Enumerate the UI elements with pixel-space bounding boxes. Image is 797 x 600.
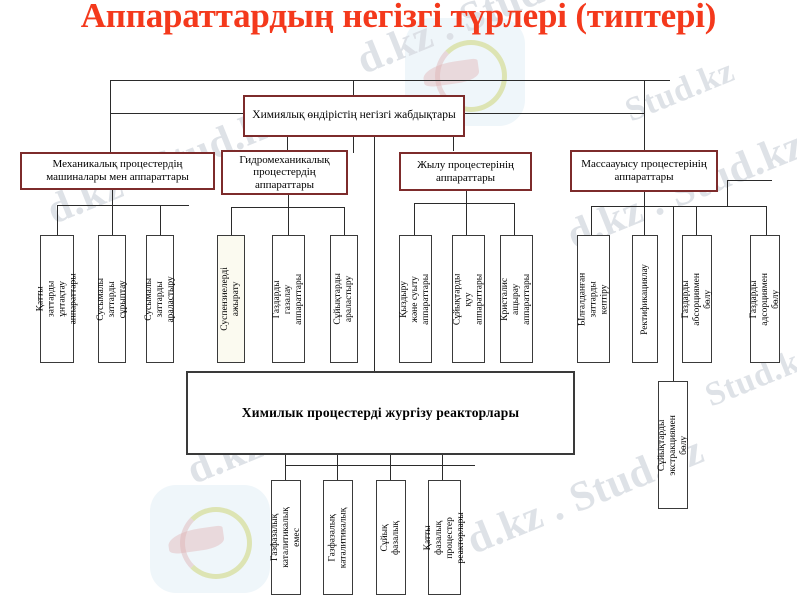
node-reactor-leaf-solid-phase[interactable]: Қатты фазалық процестер реакторлары xyxy=(423,480,465,595)
connector xyxy=(644,206,645,235)
connector xyxy=(160,205,161,235)
connector xyxy=(110,113,243,114)
connector xyxy=(353,137,354,153)
node-branch-label: Жылу процестерінің аппараттары xyxy=(417,158,514,184)
node-leaf-label: Ылғалданған заттарды кептіру xyxy=(577,272,609,326)
node-reactor-label: Химилык процестерді жургізу реакторлары xyxy=(241,405,520,421)
node-leaf-drying[interactable]: Ылғалданған заттарды кептіру xyxy=(577,235,610,363)
node-leaf-label: Қатты заттарды ұнтақтау аппараттары xyxy=(35,273,78,325)
connector xyxy=(57,205,189,206)
connector xyxy=(644,80,645,152)
node-leaf-suspension-separation[interactable]: Суспензиелерді ажырату xyxy=(217,235,245,363)
connector xyxy=(353,80,354,95)
node-leaf-gas-cleaning[interactable]: Газдарды газалау аппараттары xyxy=(272,235,305,363)
node-leaf-label: Сусымалы заттарды сұрыптау xyxy=(95,277,128,321)
connector xyxy=(696,206,697,235)
node-root[interactable]: Химиялық өндірістің негізгі жабдықтары xyxy=(243,95,465,137)
connector xyxy=(390,455,391,480)
node-leaf-label: Қатты фазалық процестер реакторлары xyxy=(422,511,466,564)
node-leaf-label: Газфазалық каталитикалық xyxy=(327,507,349,568)
connector xyxy=(344,207,345,235)
connector xyxy=(414,203,415,235)
node-leaf-label: Сұйықтарды араластыру xyxy=(333,273,354,325)
connector xyxy=(514,203,515,235)
node-leaf-adsorption[interactable]: Газдарды адсорциямен бөлу xyxy=(748,235,781,363)
node-leaf-label: Кристалис ащырау аппараттары xyxy=(500,273,532,325)
node-branch-masstransfer[interactable]: Массаауысу процестерінің аппараттары xyxy=(570,150,718,192)
node-leaf-label: Газдарды адсорциямен бөлу xyxy=(748,272,781,326)
node-leaf-label: Сусымалы заттарды араластыру xyxy=(143,275,176,323)
connector xyxy=(466,190,467,204)
connector xyxy=(57,205,58,235)
node-leaf-absorption[interactable]: Газдарды абсорциямен бөлу xyxy=(680,235,713,363)
connector xyxy=(288,207,289,235)
connector xyxy=(337,455,338,480)
node-root-label: Химиялық өндірістің негізгі жабдықтары xyxy=(252,109,456,122)
connector xyxy=(766,206,767,235)
connector xyxy=(727,180,772,181)
node-leaf-heating-cooling[interactable]: Қыздыру және суыту аппараттары xyxy=(399,235,432,363)
node-branch-label: Массаауысу процестерінің аппараттары xyxy=(581,158,707,183)
node-leaf-label: Сұйық фазалық xyxy=(380,520,402,555)
node-leaf-label: Газдарды газалау аппараттары xyxy=(272,273,304,325)
connector xyxy=(591,206,592,235)
node-reactor-leaf-gas-noncatalytic[interactable]: Газфазалық каталитикалық емес xyxy=(269,480,302,595)
node-leaf-liquid-mixing[interactable]: Сұйықтарды араластыру xyxy=(330,235,358,363)
connector xyxy=(414,203,514,204)
node-leaf-evaporation[interactable]: Сұйықтарды қуу аппараттары xyxy=(452,235,485,363)
node-leaf-grinding[interactable]: Қатты заттарды ұнтақтау аппараттары xyxy=(35,235,78,363)
connector xyxy=(673,206,674,381)
connector xyxy=(285,465,475,466)
node-reactor[interactable]: Химилык процестерді жургізу реакторлары xyxy=(186,371,575,455)
node-reactor-leaf-liquid-phase[interactable]: Сұйық фазалық xyxy=(376,480,406,595)
connector xyxy=(591,206,767,207)
node-branch-label: Механикалық процестердің машиналары мен … xyxy=(46,158,189,183)
node-reactor-leaf-gas-catalytic[interactable]: Газфазалық каталитикалық xyxy=(323,480,353,595)
connector xyxy=(285,455,286,480)
node-leaf-bulk-mixing[interactable]: Сусымалы заттарды араластыру xyxy=(143,235,176,363)
node-leaf-label: Сұйықтарды экстракциямен бөлу xyxy=(656,414,689,476)
connector xyxy=(110,80,670,81)
connector xyxy=(465,113,645,114)
node-leaf-label: Ректификациялау xyxy=(639,263,650,335)
node-leaf-label: Қыздыру және суыту аппараттары xyxy=(399,273,431,325)
node-branch-mechanical[interactable]: Механикалық процестердің машиналары мен … xyxy=(20,152,215,190)
connector xyxy=(112,188,113,206)
connector xyxy=(288,194,289,208)
connector xyxy=(112,205,113,235)
node-leaf-label: Сұйықтарды қуу аппараттары xyxy=(452,273,484,325)
node-leaf-crystallization[interactable]: Кристалис ащырау аппараттары xyxy=(500,235,533,363)
connector xyxy=(110,80,111,152)
node-leaf-label: Газфазалық каталитикалық емес xyxy=(269,507,302,568)
node-branch-hydromechanical[interactable]: Гидромеханикалық процестердің аппараттар… xyxy=(221,150,348,195)
page-title: Аппараттардың негізгі түрлері (типтері) xyxy=(80,0,717,35)
watermark-text: Stud.kz xyxy=(620,52,740,130)
connector xyxy=(231,207,344,208)
node-leaf-label: Суспензиелерді ажырату xyxy=(220,267,241,331)
node-branch-thermal[interactable]: Жылу процестерінің аппараттары xyxy=(399,152,532,191)
connector xyxy=(442,455,443,480)
connector xyxy=(374,113,375,371)
watermark-text: Stud.kz xyxy=(700,337,797,415)
connector xyxy=(231,207,232,235)
node-leaf-sorting[interactable]: Сусымалы заттарды сұрыптау xyxy=(95,235,128,363)
connector xyxy=(644,190,645,207)
connector xyxy=(466,203,467,235)
node-branch-label: Гидромеханикалық процестердің аппараттар… xyxy=(239,153,330,191)
node-leaf-label: Газдарды абсорциямен бөлу xyxy=(680,272,713,326)
connector xyxy=(727,180,728,206)
node-leaf-extraction[interactable]: Сұйықтарды экстракциямен бөлу xyxy=(656,381,689,509)
node-leaf-rectification[interactable]: Ректификациялау xyxy=(632,235,658,363)
watermark-logo xyxy=(150,485,270,593)
